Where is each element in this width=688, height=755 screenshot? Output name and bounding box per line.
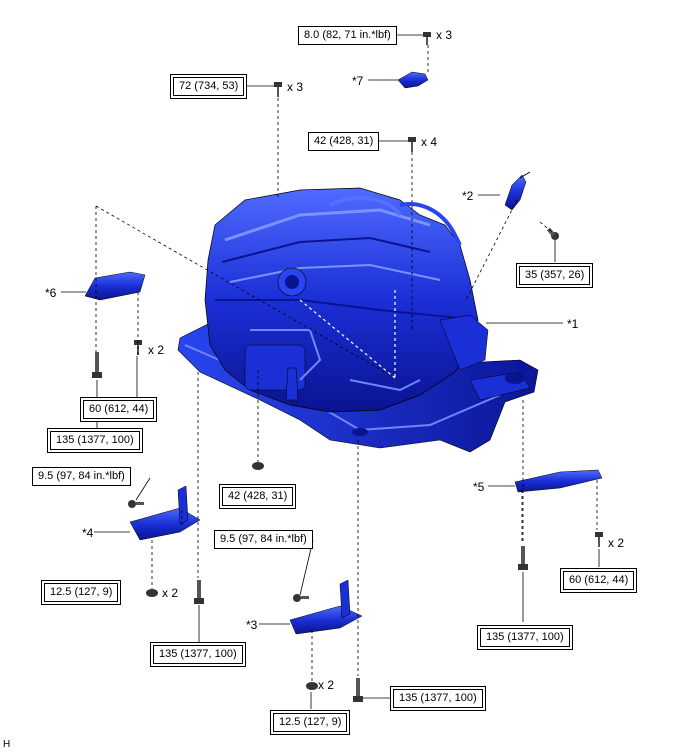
callout-label: *3 xyxy=(246,618,258,632)
bolt-icon xyxy=(546,227,559,240)
bolt-icon xyxy=(518,546,528,570)
engine-assembly xyxy=(204,187,489,413)
torque-spec: 135 (1377, 100) xyxy=(477,625,573,650)
bolt-icon xyxy=(194,580,204,604)
bolt-icon xyxy=(423,32,431,45)
quantity-label: x 2 xyxy=(318,678,335,692)
quantity-label: x 2 xyxy=(162,586,179,600)
torque-spec: 135 (1377, 100) xyxy=(150,642,246,667)
bolt-icon xyxy=(408,137,416,152)
mount-bracket-2 xyxy=(504,171,531,211)
torque-spec: 9.5 (97, 84 in.*lbf) xyxy=(214,530,313,549)
callout-label: *5 xyxy=(473,480,485,494)
quantity-label: x 4 xyxy=(421,135,438,149)
callout-label: *4 xyxy=(82,526,94,540)
torque-spec: 42 (428, 31) xyxy=(308,132,380,151)
callout-label: *1 xyxy=(567,317,579,331)
bracket-6 xyxy=(84,271,146,301)
torque-spec: 12.5 (127, 9) xyxy=(270,710,351,735)
callout-label: *7 xyxy=(352,74,364,88)
torque-spec: 72 (734, 53) xyxy=(170,74,248,99)
corner-mark: H xyxy=(3,739,11,750)
nut-icon xyxy=(252,462,264,470)
quantity-label: x 2 xyxy=(148,343,165,357)
bracket-3 xyxy=(289,579,363,635)
torque-spec: 42 (428, 31) xyxy=(219,484,297,509)
callout-label: *2 xyxy=(462,189,474,203)
torque-spec: 12.5 (127, 9) xyxy=(41,580,122,605)
bracket-5 xyxy=(514,469,603,493)
nut-icon xyxy=(146,589,158,597)
quantity-label: x 2 xyxy=(608,536,625,550)
torque-spec: 8.0 (82, 71 in.*lbf) xyxy=(298,26,397,45)
bolt-icon xyxy=(353,678,363,702)
bolt-icon xyxy=(595,532,603,547)
torque-spec: 35 (357, 26) xyxy=(516,263,594,288)
torque-spec: 135 (1377, 100) xyxy=(390,686,486,711)
callout-label: *6 xyxy=(45,286,57,300)
torque-spec: 135 (1377, 100) xyxy=(47,428,143,453)
bolt-icon xyxy=(128,500,144,508)
bolt-icon xyxy=(274,82,282,97)
bolt-icon xyxy=(293,594,309,602)
quantity-label: x 3 xyxy=(436,28,453,42)
quantity-label: x 3 xyxy=(287,80,304,94)
bolt-icon xyxy=(92,352,102,378)
torque-spec: 60 (612, 44) xyxy=(80,397,158,422)
bracket-4 xyxy=(129,485,201,541)
nut-icon xyxy=(306,682,318,690)
bracket-7 xyxy=(397,71,429,89)
torque-spec: 9.5 (97, 84 in.*lbf) xyxy=(32,467,131,486)
torque-spec: 60 (612, 44) xyxy=(560,568,638,593)
